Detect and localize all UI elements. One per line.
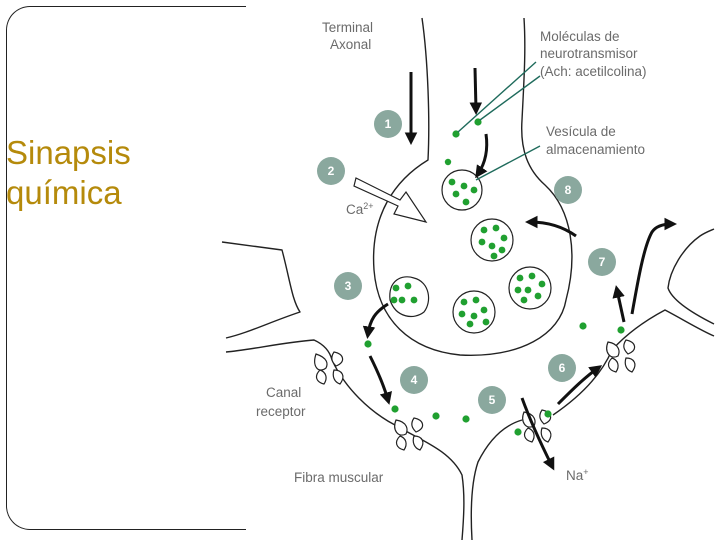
step-badge-2: 2 <box>317 157 345 185</box>
step-number: 8 <box>565 183 572 197</box>
step-badge-5: 5 <box>478 386 506 414</box>
step-number: 4 <box>411 373 418 387</box>
arrow-sodium-influx <box>520 397 555 471</box>
slide-title: Sinapsis química <box>6 134 131 211</box>
label-calcium-charge: 2+ <box>363 201 373 211</box>
label-calcium-base: Ca <box>346 202 364 217</box>
axon-terminal-membrane <box>372 17 573 356</box>
label-neuro-line2: neurotransmisor <box>540 46 638 61</box>
label-calcium: Ca2+ <box>346 201 374 217</box>
label-muscle-fiber: Fibra muscular <box>294 470 384 485</box>
step-number: 7 <box>599 255 606 269</box>
arrow-reuptake-left <box>524 215 577 238</box>
muscle-fiber-right-membrane <box>552 228 715 416</box>
ach-molecule <box>544 410 552 418</box>
step-badges: 1 2 3 4 5 6 7 8 <box>317 110 616 414</box>
ach-molecule <box>452 130 460 138</box>
label-neuro-line3: (Ach: acetilcolina) <box>540 64 647 79</box>
arrow-to-vesicle <box>475 133 489 179</box>
label-vesicle-line1: Vesícula de <box>546 124 616 139</box>
ach-molecule <box>391 405 399 413</box>
slide-frame <box>6 6 246 530</box>
label-sodium: Na+ <box>566 467 589 483</box>
process-arrows <box>362 67 678 471</box>
ach-molecule <box>474 118 482 126</box>
leader-lines <box>457 61 541 181</box>
step-badge-6: 6 <box>548 354 576 382</box>
receptor-channel-4 <box>606 339 636 373</box>
label-channel-line1: Canal <box>266 385 301 400</box>
step-number: 5 <box>489 393 496 407</box>
ach-molecule <box>432 412 440 420</box>
label-neuro-line1: Moléculas de <box>540 29 620 44</box>
ach-molecule <box>514 428 522 436</box>
arrow-reuptake-right <box>612 285 626 323</box>
step-number: 1 <box>385 117 392 131</box>
ach-molecule <box>444 158 452 166</box>
vesicles <box>389 169 552 334</box>
arrow-exocytosis <box>362 302 389 339</box>
step-badge-3: 3 <box>334 272 362 300</box>
step-badge-1: 1 <box>374 110 402 138</box>
step-badge-8: 8 <box>554 176 582 204</box>
neurotransmitter-molecules <box>364 118 625 436</box>
arrow-diffusion <box>368 355 392 405</box>
diagram-labels: Terminal Axonal Moléculas de neurotransm… <box>256 20 647 485</box>
receptor-channel-1 <box>314 351 344 385</box>
muscle-fiber-membrane <box>221 241 523 540</box>
receptor-channel-2 <box>394 417 424 451</box>
receptor-channels <box>314 339 636 451</box>
ach-molecule <box>617 326 625 334</box>
label-vesicle-line2: almacenamiento <box>546 142 645 157</box>
label-sodium-charge: + <box>583 467 588 477</box>
calcium-arrow <box>353 177 428 223</box>
label-terminal-line1: Terminal <box>322 20 373 35</box>
step-number: 2 <box>328 164 335 178</box>
step-badge-7: 7 <box>588 248 616 276</box>
label-sodium-base: Na <box>566 468 584 483</box>
membrane-outlines <box>221 17 715 540</box>
step-badge-4: 4 <box>400 366 428 394</box>
arrow-recycle <box>630 217 678 315</box>
arrow-synthesis <box>469 67 483 116</box>
arrow-ach-release <box>556 365 603 406</box>
ach-molecule <box>579 322 587 330</box>
ach-molecule <box>364 340 372 348</box>
label-terminal-line2: Axonal <box>330 37 371 52</box>
step-number: 3 <box>345 279 352 293</box>
ach-molecule <box>462 415 470 423</box>
step-number: 6 <box>559 361 566 375</box>
label-channel-line2: receptor <box>256 404 306 419</box>
vesicle-fusing <box>389 276 430 318</box>
